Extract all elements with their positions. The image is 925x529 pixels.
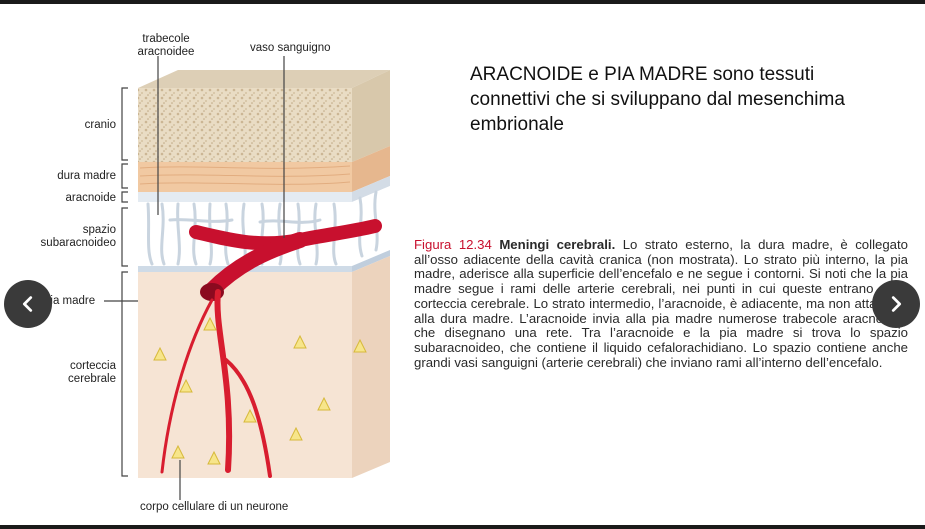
dura-side xyxy=(352,146,390,192)
figure-title: Meningi cerebrali. xyxy=(499,237,616,252)
label-aracnoide: aracnoide xyxy=(65,192,116,204)
dura-front xyxy=(138,162,352,192)
label-corteccia: corteccia cerebrale xyxy=(68,360,116,385)
cranium-front xyxy=(138,88,352,162)
previous-slide-button[interactable] xyxy=(4,280,52,328)
slide-heading: ARACNOIDE e PIA MADRE sono tessuti conne… xyxy=(470,64,845,135)
label-spazio: spazio subaracnoideo xyxy=(40,224,116,249)
figure-caption: Figura 12.34 Meningi cerebrali. Lo strat… xyxy=(414,237,909,370)
brackets xyxy=(104,56,285,500)
bottom-bar xyxy=(0,525,925,529)
label-trabecole: trabecole aracnoidee xyxy=(137,33,195,58)
cortex-front xyxy=(138,272,352,478)
pia-side xyxy=(352,250,390,272)
next-slide-button[interactable] xyxy=(872,280,920,328)
label-cranio: cranio xyxy=(84,119,116,131)
label-neurone: corpo cellulare di un neurone xyxy=(140,501,289,513)
chevron-right-icon xyxy=(891,296,902,312)
chevron-left-icon xyxy=(22,296,33,312)
cranium-top xyxy=(138,70,390,88)
arachnoid-side xyxy=(352,176,390,202)
top-bar xyxy=(0,0,925,4)
cranium-side xyxy=(352,70,390,162)
cortex-side xyxy=(352,256,390,478)
blood-vessels xyxy=(160,219,382,478)
figure-number: Figura 12.34 xyxy=(414,237,492,252)
arachnoid-front xyxy=(138,192,352,202)
label-pia-madre: pia madre xyxy=(44,295,96,307)
label-vaso-sanguigno: vaso sanguigno xyxy=(250,42,331,54)
figure-body: Lo strato esterno, la dura madre, è coll… xyxy=(414,237,909,370)
label-dura-madre: dura madre xyxy=(57,170,116,182)
neurons xyxy=(153,316,367,465)
